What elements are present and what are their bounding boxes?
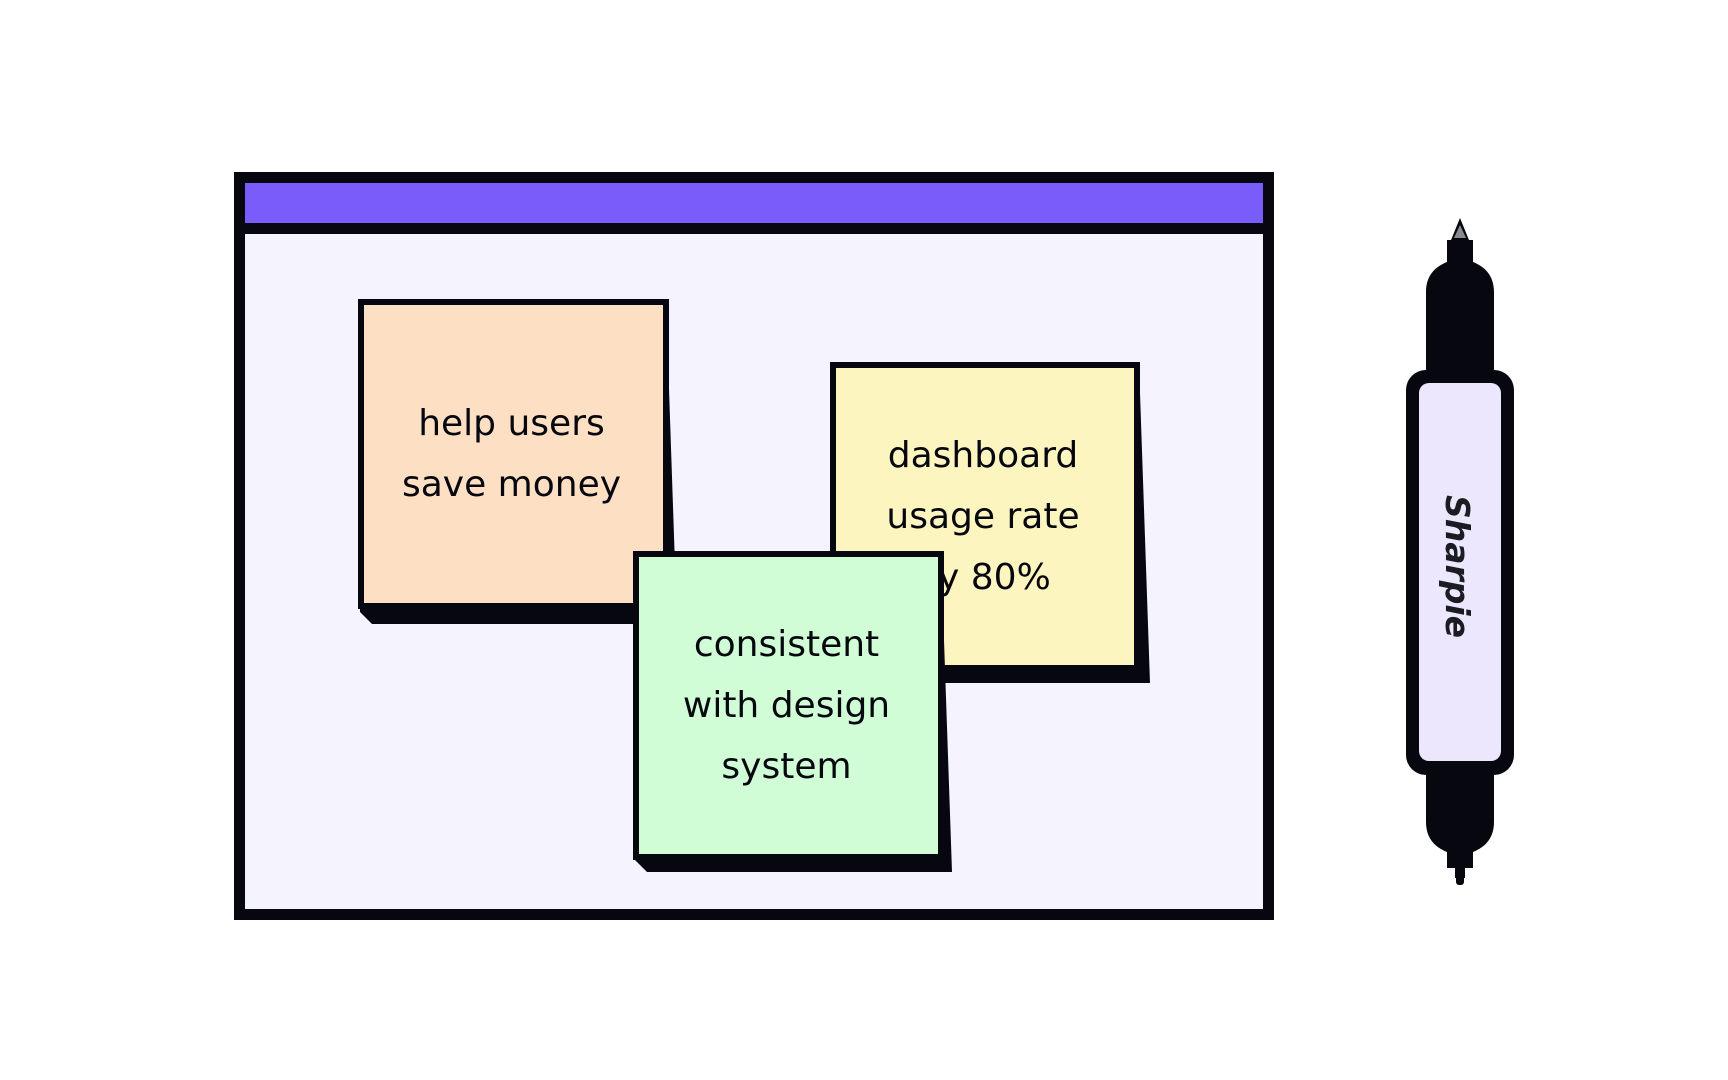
sticky-note-design-system[interactable]: consistent with design system (639, 557, 934, 853)
sticky-note-text: consistent with design system (682, 623, 891, 787)
whiteboard-header-bar (245, 183, 1263, 234)
sticky-note-body-orange (358, 299, 669, 609)
marker-brand-text: Sharpie (1438, 494, 1478, 638)
marker-label: Sharpie (1418, 494, 1498, 638)
sticky-note-body-green (633, 551, 944, 860)
sticky-note-shadow-green (633, 551, 952, 872)
sticky-note-shadow-orange (358, 299, 677, 624)
sticky-note-help-users[interactable]: help users save money (364, 305, 659, 603)
sticky-note-text: help users save money (401, 403, 622, 505)
marker-pen-icon[interactable] (1395, 210, 1525, 890)
